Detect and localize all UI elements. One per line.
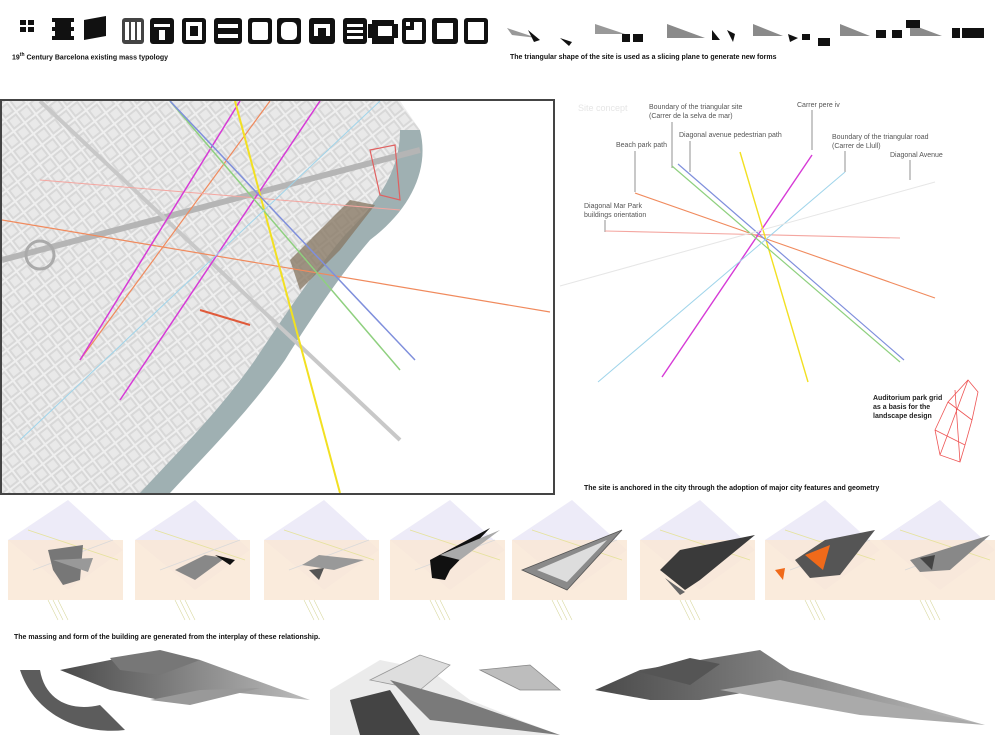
line-boundary-road	[597, 171, 846, 383]
typology-icon-2	[52, 18, 74, 40]
site-map	[0, 99, 555, 495]
label-boundary-site-sub: (Carrer de la selva de mar)	[649, 113, 733, 120]
auditorium-grid-shape	[934, 379, 979, 463]
label-diagonal-path: Diagonal avenue pedestrian path	[679, 132, 782, 139]
concept-lines	[559, 151, 936, 383]
typology-icon-3	[84, 16, 106, 40]
typology-caption-text: Century Barcelona existing mass typology	[24, 54, 169, 62]
slice-shape-3	[667, 24, 705, 38]
render-1	[20, 650, 310, 731]
massing-caption: The massing and form of the building are…	[14, 634, 321, 641]
slice-shape-5	[840, 24, 870, 36]
massing-sequence	[7, 499, 996, 621]
slicing-sequence	[507, 20, 984, 46]
typology-caption-number: 19	[12, 54, 20, 62]
line-beach-park	[634, 192, 936, 299]
typology-caption-sup: th	[19, 52, 25, 58]
auditorium-label-1: Auditorium park grid	[873, 395, 942, 402]
slice-shape-1	[507, 28, 537, 38]
slice-shape-4	[753, 24, 783, 36]
label-mar-park-sub: buildings orientation	[584, 212, 646, 219]
massing-step-1	[7, 499, 124, 621]
typology-caption: 19th Century Barcelona existing mass typ…	[12, 52, 168, 61]
label-diagonal-avenue: Diagonal Avenue	[890, 152, 943, 159]
label-carrer-pere: Carrer pere iv	[797, 102, 840, 109]
slicing-caption: The triangular shape of the site is used…	[510, 54, 777, 61]
massing-step-4	[389, 499, 506, 621]
beach-strip	[140, 130, 423, 493]
massing-step-8	[879, 499, 996, 621]
line-diagonal-path	[739, 151, 809, 383]
line-diagonal-avenue	[559, 181, 936, 287]
slice-shape-2	[595, 24, 625, 34]
auditorium-label-2: as a basis for the	[873, 404, 930, 411]
label-boundary-site: Boundary of the triangular site	[649, 104, 742, 111]
massing-step-2	[134, 499, 251, 621]
diagram-ghost-title: Site concept	[578, 103, 628, 113]
massing-step-7	[764, 499, 881, 621]
line-boundary-site-blue	[677, 163, 905, 361]
massing-step-3	[263, 499, 380, 621]
typology-icon-1	[20, 20, 34, 32]
massing-step-6	[639, 499, 756, 621]
label-mar-park: Diagonal Mar Park	[584, 203, 642, 210]
massing-step-5	[511, 499, 628, 621]
auditorium-label-3: landscape design	[873, 413, 932, 420]
typology-icons	[20, 16, 488, 44]
label-boundary-road: Boundary of the triangular road	[832, 134, 929, 141]
site-concept-diagram: Site concept Boundary of the triangular …	[559, 102, 979, 463]
render-2	[330, 654, 562, 735]
line-carrer-pere	[661, 154, 813, 378]
label-boundary-road-sub: (Carrer de Llull)	[832, 143, 881, 150]
render-3	[595, 650, 985, 725]
label-beach-park: Beach park path	[616, 142, 667, 149]
line-boundary-site-green	[671, 165, 901, 363]
anchored-caption: The site is anchored in the city through…	[584, 485, 880, 492]
